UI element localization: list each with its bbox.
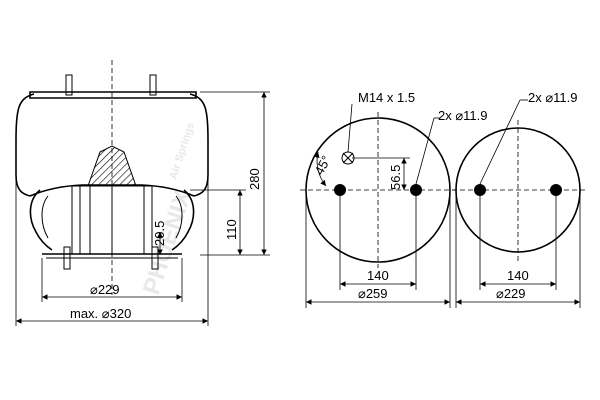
bottom-plate-hole-left — [474, 184, 486, 196]
bottom-plate-hole-right — [550, 184, 562, 196]
angle-arc — [314, 151, 327, 187]
top-stud-right — [149, 74, 157, 96]
top-stud-left — [65, 74, 73, 96]
dim-20-5-label: 20.5 — [152, 221, 167, 246]
bellows — [15, 93, 209, 197]
bottom-holes-label: 2x ⌀11.9 — [528, 90, 578, 105]
dim-280-label: 280 — [247, 168, 262, 190]
bottom-plate-view: 2x ⌀11.9 140 ⌀229 — [452, 90, 586, 308]
top-dim-259-label: ⌀259 — [358, 286, 388, 301]
watermark-subtitle: Air Springs — [167, 121, 197, 181]
bottom-dim-140-label: 140 — [507, 268, 529, 283]
bottom-stud-left — [63, 246, 71, 270]
dim-229-label: ⌀229 — [90, 282, 120, 297]
watermark: PHOENIX Air Springs — [138, 121, 197, 298]
bottom-stud-right — [151, 246, 159, 270]
top-plate-hole-left — [334, 184, 346, 196]
bottom-dim-229-label: ⌀229 — [496, 286, 526, 301]
side-view: 280 110 20.5 ⌀229 max. ⌀320 — [15, 60, 270, 326]
top-plate-view: M14 x 1.5 2x ⌀11.9 45° 56.5 140 ⌀259 — [300, 90, 488, 308]
top-plate — [29, 91, 197, 99]
top-plate-hole-right — [410, 184, 422, 196]
top-dim-140-label: 140 — [367, 268, 389, 283]
dim-110-label: 110 — [224, 219, 239, 240]
dim-56-5-label: 56.5 — [388, 165, 403, 190]
top-holes-label: 2x ⌀11.9 — [438, 108, 488, 123]
watermark-brand: PHOENIX — [138, 187, 197, 298]
lower-bellows — [29, 189, 195, 251]
dim-320-label: max. ⌀320 — [70, 306, 131, 321]
thread-label: M14 x 1.5 — [358, 90, 415, 105]
